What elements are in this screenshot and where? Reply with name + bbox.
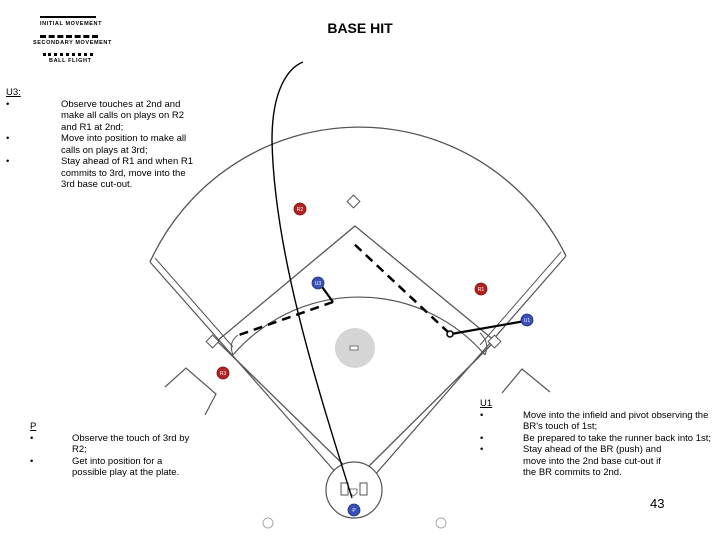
legend-initial: INITIAL MOVEMENT	[40, 21, 103, 27]
r2-label: R2	[297, 207, 304, 213]
u3-item-3: Stay ahead of R1 and when R1 commits to …	[61, 156, 194, 190]
list-item: • Stay ahead of the BR (push) and move i…	[480, 444, 673, 479]
right-foul-line	[359, 255, 567, 493]
legend-initial-line	[40, 16, 96, 18]
u1-pivot-point	[446, 330, 454, 338]
legend-ball-line	[43, 53, 93, 56]
list-item: • Move into position to make all calls o…	[6, 133, 196, 156]
bullet-icon: •	[480, 444, 484, 455]
third-base	[205, 334, 220, 349]
u1-heading: U1	[480, 398, 493, 409]
bullet-icon: •	[30, 432, 34, 444]
list-item: • Stay ahead of R1 and when R1 commits t…	[6, 156, 196, 191]
p-marker-label: P	[352, 508, 356, 514]
on-deck-circle-left	[262, 517, 274, 529]
u1-item-1: Move into the infield and pivot observin…	[523, 409, 709, 433]
left-foul-line	[149, 261, 354, 493]
bullet-icon: •	[480, 432, 484, 444]
u3-marker-label: U3	[315, 281, 322, 287]
u3-secondary-path	[235, 300, 334, 338]
runner-r1: R1	[474, 282, 488, 296]
outfield-fence	[149, 126, 567, 263]
list-item: • Observe the touch of 3rd by R2;	[30, 433, 190, 456]
u1-item-3: Stay ahead of the BR (push) and move int…	[523, 444, 662, 478]
u1-initial-path	[450, 319, 526, 336]
legend-secondary-line	[40, 35, 98, 38]
legend-secondary: SECONDARY MOVEMENT	[33, 40, 112, 46]
list-item: • Observe touches at 2nd and make all ca…	[6, 99, 196, 134]
list-item: • Get into position for a possible play …	[30, 456, 190, 479]
bullet-icon: •	[6, 133, 10, 144]
third-base-dugout	[164, 367, 217, 416]
second-base	[346, 194, 361, 209]
ball-flight-path	[271, 61, 353, 499]
r3-label: R3	[220, 371, 227, 377]
first-base	[487, 334, 502, 349]
umpire-u1: U1	[520, 313, 534, 327]
p-item-1: Observe the touch of 3rd by R2;	[72, 432, 190, 456]
p-notes: P • Observe the touch of 3rd by R2; • Ge…	[30, 421, 190, 479]
u1-secondary-path	[351, 241, 450, 334]
u1-marker-label: U1	[524, 318, 531, 324]
u3-item-2: Move into position to make all calls on …	[61, 133, 187, 156]
list-item: • Be prepared to take the runner back in…	[480, 433, 712, 445]
bullet-icon: •	[6, 156, 10, 167]
u3-notes: U3: • Observe touches at 2nd and make al…	[6, 87, 196, 191]
pitchers-rubber	[349, 345, 359, 351]
u1-item-2: Be prepared to take the runner back into…	[523, 432, 712, 444]
p-item-2: Get into position for a possible play at…	[72, 455, 180, 479]
on-deck-circle-right	[435, 517, 447, 529]
u3-heading: U3:	[6, 87, 21, 98]
runner-r3: R3	[216, 366, 230, 380]
u3-item-1: Observe touches at 2nd and make all call…	[61, 98, 185, 133]
bullet-icon: •	[480, 409, 484, 421]
first-base-dugout	[501, 368, 551, 394]
r1-label: R1	[478, 287, 485, 293]
p-heading: P	[30, 421, 37, 432]
list-item: • Move into the infield and pivot observ…	[480, 410, 712, 433]
page-number: 43	[650, 496, 665, 511]
bullet-icon: •	[30, 455, 34, 467]
infield-arc	[232, 296, 486, 356]
bullet-icon: •	[6, 98, 10, 110]
legend-ball: BALL FLIGHT	[49, 58, 92, 64]
umpire-p: P	[347, 503, 361, 517]
runner-r2: R2	[293, 202, 307, 216]
page-title: BASE HIT	[327, 20, 393, 36]
umpire-u3: U3	[311, 276, 325, 290]
u1-notes: U1 • Move into the infield and pivot obs…	[480, 398, 712, 479]
